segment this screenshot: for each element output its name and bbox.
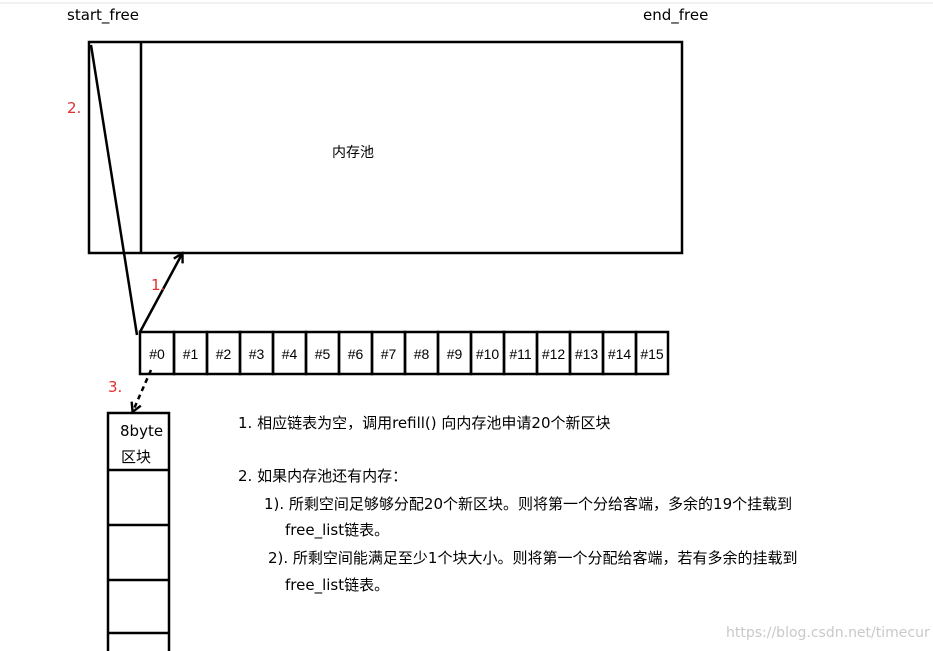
free-list-slot-label: #7 [381,346,397,362]
end-free-label: end_free [643,6,709,24]
note-step2-case2-line2: free_list链表。 [285,576,390,594]
free-list-slot-label: #6 [348,346,364,362]
step3-label: 3. [108,378,123,396]
free-list-slot-label: #8 [414,346,430,362]
free-list-slot-label: #1 [183,346,199,362]
note-step2-case1-line2: free_list链表。 [285,521,390,539]
free-list-slot-label: #10 [476,346,500,362]
free-list-array: #0 #1 #2 #3 #4 #5 #6 #7 #8 #9 #10 #11 #12 #13 #14 #15 [138,330,670,376]
note-step2: 2. 如果内存池还有内存： [238,467,408,485]
step2-label: 2. [67,99,82,117]
memory-pool-rect [87,40,684,255]
free-list-slot-label: #11 [509,346,532,362]
free-list-slot-label: #2 [216,346,232,362]
memory-pool-label: 内存池 [332,145,374,161]
step2-line [89,44,139,336]
free-list-slot-label: #4 [282,346,298,362]
free-list-slot-label: #15 [640,346,664,362]
block-column [106,411,171,651]
note-step2-case1-line1: 1). 所剩空间足够够分配20个新区块。则将第一个分给客端，多余的19个挂载到 [264,495,793,513]
free-list-slot-label: #9 [447,346,463,362]
free-list-slot-label: #14 [608,346,632,362]
free-list-slot-label: #3 [249,346,265,362]
free-list-slot [634,330,670,376]
start-free-label: start_free [67,6,140,24]
step1-arrow [138,254,182,333]
step1-label: 1. [151,276,166,294]
free-list-slot-label: #12 [542,346,566,362]
free-list-slot-label: #13 [575,346,599,362]
free-list-slot-label: #5 [315,346,331,362]
block-size-label: 8byte [120,422,164,440]
step3-arrow [133,369,153,411]
note-step2-case2-line1: 2). 所剩空间能满足至少1个块大小。则将第一个分配给客端，若有多余的挂载到 [268,549,798,567]
block-column-frame [106,411,171,651]
watermark: https://blog.csdn.net/timecur [726,625,930,641]
note-step1: 1. 相应链表为空，调用refill() 向内存池申请20个新区块 [238,414,611,432]
free-list-slot-label: #0 [149,346,165,362]
block-name-label: 区块 [121,448,152,466]
